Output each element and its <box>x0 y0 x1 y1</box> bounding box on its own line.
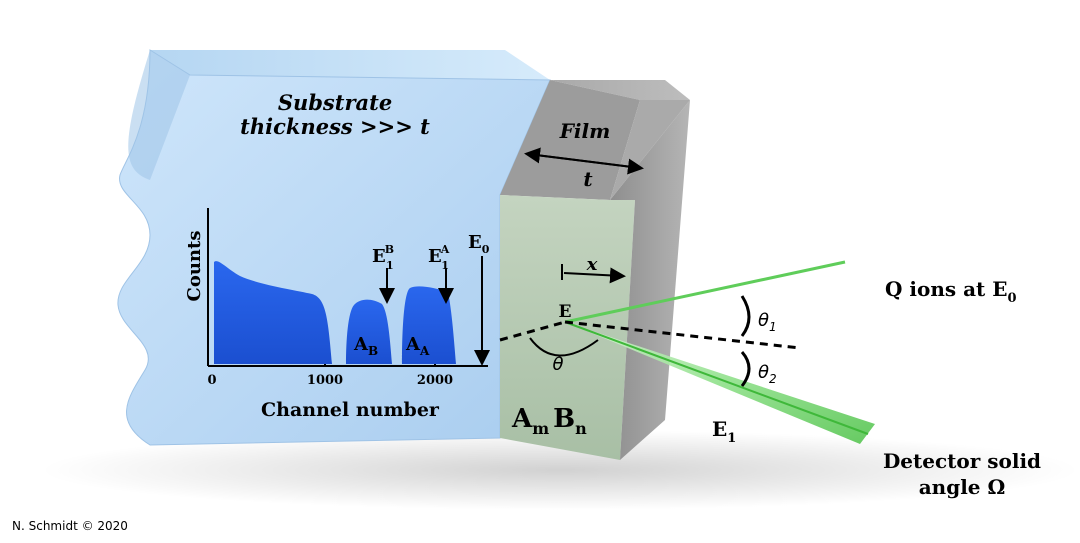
film-label: Film <box>559 119 611 143</box>
film-side-face <box>610 100 690 460</box>
detector-label-line2: angle Ω <box>919 475 1006 499</box>
substrate-label-line1: Substrate <box>278 90 392 115</box>
beam-label: Q ions at E0 <box>885 277 1017 306</box>
spectrum-plot: Counts Channel number 0 1000 2000 AB AA … <box>184 208 490 421</box>
peak-a-area <box>402 286 456 364</box>
theta-arc <box>529 337 599 357</box>
substrate-label-line2: thickness >>> t <box>240 114 430 139</box>
energy-label: E <box>559 302 572 322</box>
peak-b-area <box>346 299 392 364</box>
film-bevel-corner <box>610 100 690 200</box>
depth-arrow <box>563 267 626 284</box>
depth-label: x <box>586 254 598 275</box>
substrate-signal-area <box>214 261 332 364</box>
detector-cone <box>565 322 875 444</box>
film-arrow-left <box>524 147 641 169</box>
theta1-arc <box>740 295 751 337</box>
film-block <box>500 80 690 460</box>
substrate-top-face <box>150 50 550 80</box>
theta-label: θ <box>552 354 563 375</box>
peak-b-label: AB <box>353 334 378 358</box>
incident-beam <box>564 260 846 324</box>
theta1-label: θ1 <box>758 310 777 334</box>
film-thickness-label: t <box>583 167 593 191</box>
film-top-bevel <box>500 80 640 200</box>
spectrum-xlabel: Channel number <box>261 399 440 421</box>
film-front-face <box>500 195 635 460</box>
detector-label-line1: Detector solid <box>883 449 1041 473</box>
substrate-left-edge <box>128 50 190 180</box>
peak-a-label: AA <box>405 334 430 358</box>
theta2-label: θ2 <box>758 362 777 386</box>
tick-label-2000: 2000 <box>417 373 453 388</box>
exit-energy-label: E1 <box>712 417 736 446</box>
tick-label-0: 0 <box>207 373 216 388</box>
inside-dashed-line <box>499 320 566 342</box>
tick-label-1000: 1000 <box>307 373 343 388</box>
normal-dashed-line <box>564 320 801 350</box>
e0-label: E0 <box>468 232 490 256</box>
spectrum-ylabel: Counts <box>184 231 205 302</box>
theta2-arc <box>740 351 751 387</box>
film-top-face <box>550 80 690 100</box>
detector-cone-axis <box>564 321 869 435</box>
credit-text: N. Schmidt © 2020 <box>12 519 128 533</box>
block-shadow <box>40 430 1080 510</box>
